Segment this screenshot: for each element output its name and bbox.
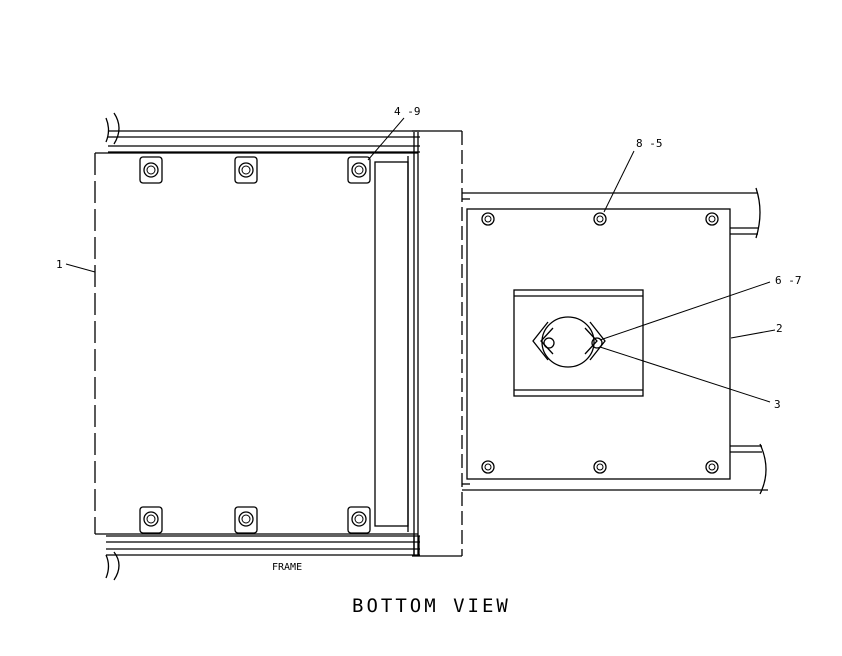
callout-3: 3 [774, 398, 781, 411]
center-member [412, 130, 463, 557]
callout-8-5: 8 -5 [636, 137, 663, 150]
bolt-bottom-2 [234, 506, 258, 534]
plate-part-2-bolts [481, 212, 719, 474]
bolt-bottom-1 [139, 506, 163, 534]
frame-label: FRAME [272, 562, 302, 573]
plate-part-1 [94, 132, 419, 556]
callout-1: 1 [56, 258, 63, 271]
callout-6-7: 6 -7 [775, 274, 802, 287]
view-title: BOTTOM VIEW [352, 595, 511, 617]
bolt-top-1 [139, 156, 163, 184]
callout-2: 2 [776, 322, 783, 335]
frame-rail-bottom [105, 535, 420, 581]
frame-rail-top [105, 112, 420, 153]
leader-lines [65, 117, 776, 403]
bolt-bottom-3 [347, 506, 371, 534]
bolt-top-3 [347, 156, 371, 184]
frame-rail-right [462, 187, 768, 495]
callout-4-9: 4 -9 [394, 105, 421, 118]
bracket-part-3 [513, 289, 644, 397]
bolt-top-2 [234, 156, 258, 184]
plate-part-2 [466, 208, 731, 480]
